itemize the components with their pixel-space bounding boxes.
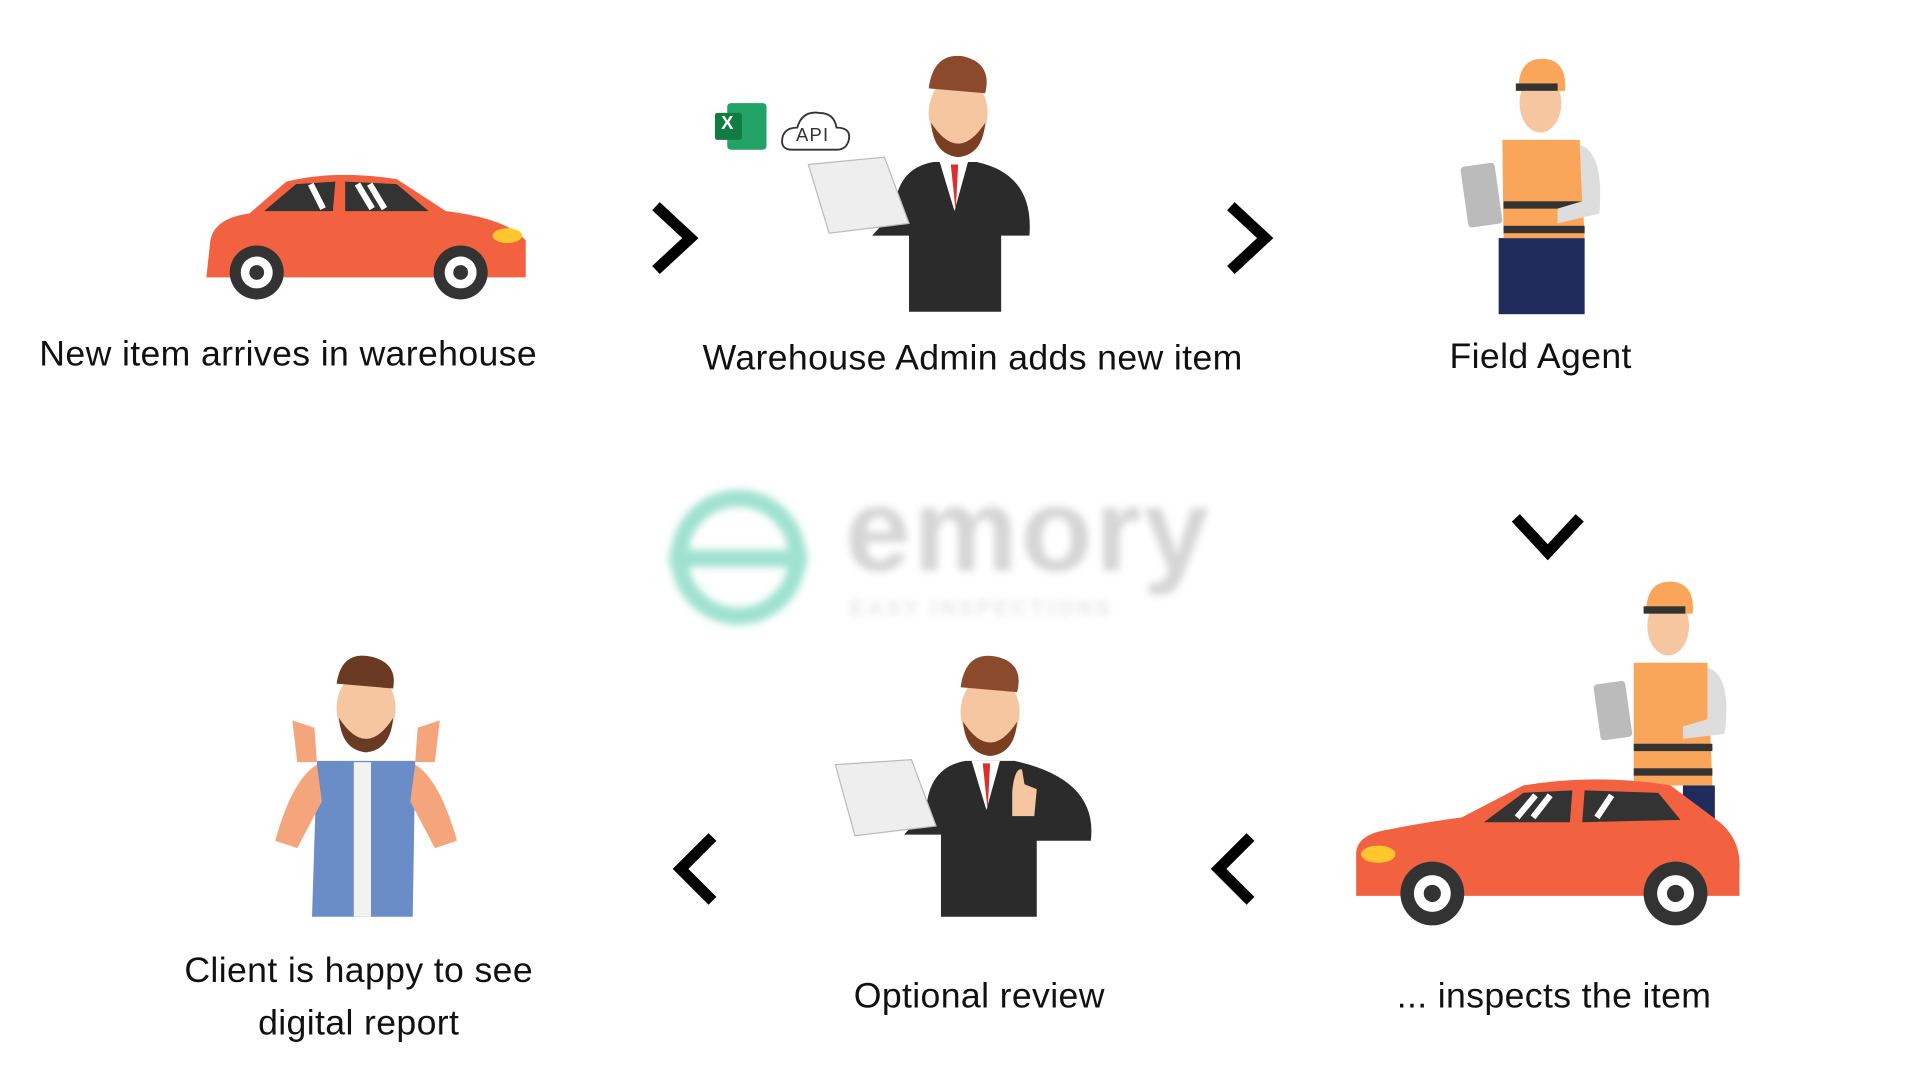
excel-badge-label: X	[721, 112, 734, 134]
warehouse-admin-illustration	[807, 55, 1030, 312]
step-5-caption: Optional review	[853, 976, 1105, 1017]
emory-watermark: emory EASY INSPECTIONS	[663, 472, 1265, 638]
happy-client-illustration	[275, 655, 457, 917]
step-3-caption: Field Agent	[1449, 337, 1632, 377]
step-4-caption: ... inspects the item	[1396, 976, 1712, 1017]
chevron-left-icon	[1210, 833, 1255, 905]
chevron-right-icon	[652, 202, 699, 275]
step-6-caption: Client is happy to see digital report	[162, 945, 555, 1051]
chevron-down-icon	[1511, 514, 1584, 561]
field-agent-illustration	[1460, 58, 1601, 315]
watermark-brand: emory	[845, 465, 1212, 597]
reviewer-illustration	[834, 655, 1092, 917]
emory-logo-icon	[669, 489, 808, 625]
chevron-left-icon	[672, 833, 717, 905]
watermark-tagline: EASY INSPECTIONS	[850, 596, 1113, 620]
step-6-caption-line-2: digital report	[258, 1003, 460, 1044]
step-6-caption-line-1: Client is happy to see	[184, 951, 534, 991]
chevron-right-icon	[1227, 202, 1274, 275]
car-illustration	[206, 174, 526, 300]
step-1-caption: New item arrives in warehouse	[39, 335, 538, 375]
step-2-caption: Warehouse Admin adds new item	[702, 338, 1243, 379]
agent-inspecting-car-illustration	[1356, 581, 1740, 926]
excel-icon	[714, 103, 767, 150]
api-cloud-icon	[781, 111, 851, 151]
api-badge-label: API	[796, 125, 830, 147]
